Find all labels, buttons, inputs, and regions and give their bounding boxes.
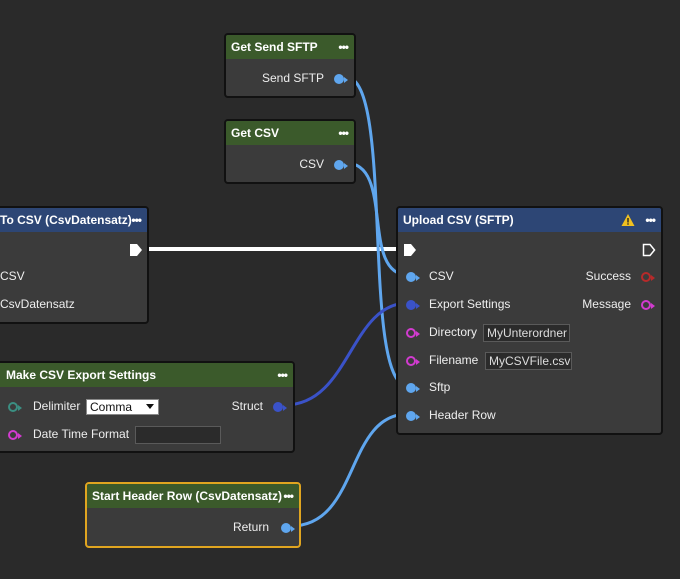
wire-csv-to-csv [345, 161, 409, 277]
menu-dots-icon[interactable]: ••• [338, 40, 349, 54]
wire-return-to-header-row [290, 412, 409, 528]
node-title: Upload CSV (SFTP) [403, 213, 514, 227]
node-header[interactable]: Start Header Row (CsvDatensatz) ••• [87, 484, 299, 508]
delimiter-value: Comma [90, 400, 133, 414]
input-label-sftp: Sftp [429, 380, 451, 394]
output-pin-csv[interactable] [334, 160, 348, 170]
input-label-directory: Directory [429, 325, 478, 339]
node-to-csv[interactable]: To CSV (CsvDatensatz) ••• CSV CsvDatensa… [0, 206, 149, 324]
node-upload-csv[interactable]: Upload CSV (SFTP) ••• CSV Success Export… [396, 206, 663, 435]
output-label-struct: Struct [231, 399, 263, 413]
warning-icon[interactable] [621, 213, 635, 227]
node-header[interactable]: Make CSV Export Settings ••• [0, 363, 293, 387]
input-pin-sftp[interactable] [406, 383, 420, 393]
exec-out-pin-icon[interactable] [129, 243, 143, 257]
wire-struct-to-export-settings [284, 301, 409, 407]
node-get-csv[interactable]: Get CSV ••• CSV [224, 119, 356, 184]
exec-out-pin-icon[interactable] [642, 243, 656, 257]
menu-dots-icon[interactable]: ••• [277, 368, 288, 382]
row-label-csv: CSV [0, 269, 25, 283]
input-label-delimiter: Delimiter [33, 399, 81, 413]
node-title: Make CSV Export Settings [6, 368, 157, 382]
delimiter-select[interactable]: Comma [86, 399, 159, 415]
node-title: Get CSV [231, 126, 280, 140]
input-label-export-settings: Export Settings [429, 297, 511, 311]
node-header[interactable]: Upload CSV (SFTP) ••• [398, 208, 661, 232]
chevron-down-icon [146, 404, 154, 409]
exec-in-pin-icon[interactable] [403, 243, 417, 257]
date-time-format-field[interactable] [135, 426, 221, 444]
node-get-send-sftp[interactable]: Get Send SFTP ••• Send SFTP [224, 33, 356, 98]
node-title: Start Header Row (CsvDatensatz) [92, 489, 283, 503]
node-header[interactable]: To CSV (CsvDatensatz) ••• [0, 208, 147, 232]
input-pin-export-settings[interactable] [406, 300, 420, 310]
output-pin-send-sftp[interactable] [334, 74, 348, 84]
input-pin-directory[interactable] [406, 328, 420, 338]
input-label-date-time-format: Date Time Format [33, 427, 130, 441]
input-pin-header-row[interactable] [406, 411, 420, 421]
output-label-success: Success [585, 269, 631, 283]
output-pin-message[interactable] [641, 300, 655, 310]
menu-dots-icon[interactable]: ••• [131, 213, 142, 227]
output-pin-struct[interactable] [273, 402, 287, 412]
output-pin-success[interactable] [641, 272, 655, 282]
input-label-filename: Filename [429, 353, 479, 367]
node-make-csv-export-settings[interactable]: Make CSV Export Settings ••• Delimiter C… [0, 361, 295, 453]
menu-dots-icon[interactable]: ••• [338, 126, 349, 140]
node-title: Get Send SFTP [231, 40, 318, 54]
node-title: To CSV (CsvDatensatz) [0, 213, 132, 227]
input-pin-delimiter[interactable] [8, 402, 22, 412]
input-label-csv: CSV [429, 269, 454, 283]
input-pin-filename[interactable] [406, 356, 420, 366]
node-start-header-row[interactable]: Start Header Row (CsvDatensatz) ••• Retu… [85, 482, 301, 548]
filename-field[interactable]: MyCSVFile.csv [485, 352, 572, 370]
menu-dots-icon[interactable]: ••• [283, 489, 294, 503]
node-header[interactable]: Get CSV ••• [226, 121, 354, 145]
node-header[interactable]: Get Send SFTP ••• [226, 35, 354, 59]
output-label-return: Return [232, 520, 269, 534]
row-label-csvdatensatz: CsvDatensatz [0, 297, 75, 311]
output-pin-return[interactable] [281, 523, 295, 533]
input-label-header-row: Header Row [429, 408, 496, 422]
output-label-csv: CSV [299, 157, 324, 171]
wire-send-sftp-to-sftp [345, 75, 409, 388]
output-label-message: Message [582, 297, 631, 311]
output-label-send-sftp: Send SFTP [261, 71, 324, 85]
input-pin-date-time-format[interactable] [8, 430, 22, 440]
menu-dots-icon[interactable]: ••• [645, 213, 656, 227]
input-pin-csv[interactable] [406, 272, 420, 282]
directory-field[interactable]: MyUnterordner [483, 324, 570, 342]
